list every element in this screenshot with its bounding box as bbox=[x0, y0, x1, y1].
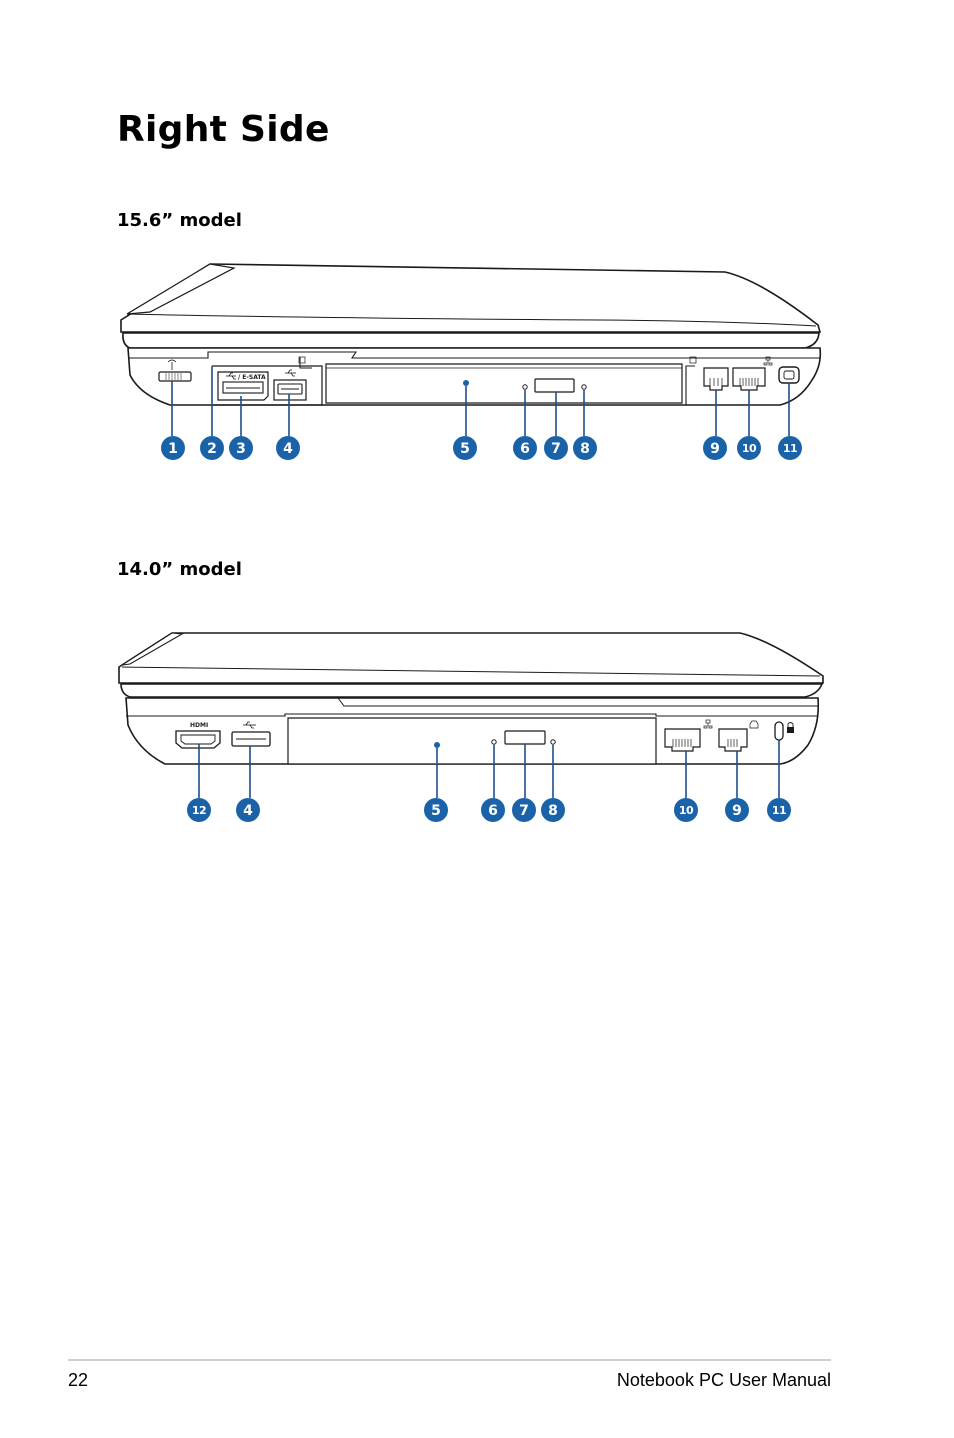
svg-text:7: 7 bbox=[551, 441, 561, 457]
esata-label: / E-SATA bbox=[238, 374, 266, 381]
optical-drive-eject-button[interactable] bbox=[504, 730, 546, 745]
kensington-lock-port[interactable] bbox=[778, 366, 800, 384]
emergency-eject-hole[interactable] bbox=[550, 739, 556, 745]
model-14-heading: 14.0” model bbox=[117, 559, 242, 580]
svg-text:5: 5 bbox=[460, 441, 470, 457]
svg-text:12: 12 bbox=[192, 804, 206, 817]
callout-7: 7 bbox=[512, 798, 536, 822]
svg-text:9: 9 bbox=[732, 803, 742, 819]
lan-icon bbox=[763, 356, 773, 366]
callout-7: 7 bbox=[544, 436, 568, 460]
footer-manual-name: Notebook PC User Manual bbox=[616, 1370, 831, 1390]
hdmi-port[interactable] bbox=[175, 730, 221, 749]
emergency-eject-hole[interactable] bbox=[581, 384, 587, 390]
svg-text:6: 6 bbox=[488, 803, 498, 819]
callout-4: 4 bbox=[276, 436, 300, 460]
svg-text:6: 6 bbox=[520, 441, 530, 457]
svg-text:11: 11 bbox=[772, 804, 786, 817]
usb-icon bbox=[243, 721, 256, 729]
callout-9: 9 bbox=[725, 798, 749, 822]
modem-icon bbox=[749, 720, 759, 729]
callout-4: 4 bbox=[236, 798, 260, 822]
callout-2: 2 bbox=[200, 436, 224, 460]
svg-text:7: 7 bbox=[519, 803, 529, 819]
callout-8: 8 bbox=[541, 798, 565, 822]
usb-icon bbox=[226, 372, 236, 380]
callout-10: 10 bbox=[737, 436, 761, 460]
modem-port[interactable] bbox=[718, 728, 748, 752]
usb-icon bbox=[285, 369, 296, 377]
laptop-15-right-side-figure: / E-SATA bbox=[120, 263, 822, 460]
callout-5: 5 bbox=[424, 798, 448, 822]
optical-drive-eject-button[interactable] bbox=[534, 378, 575, 393]
callout-12: 12 bbox=[187, 798, 211, 822]
callout-10: 10 bbox=[674, 798, 698, 822]
optical-drive-activity-dot bbox=[434, 742, 440, 748]
page-title: Right Side bbox=[117, 109, 330, 150]
svg-text:4: 4 bbox=[283, 441, 293, 457]
svg-text:5: 5 bbox=[431, 803, 441, 819]
svg-text:8: 8 bbox=[548, 803, 558, 819]
callout-6: 6 bbox=[513, 436, 537, 460]
svg-text:10: 10 bbox=[679, 804, 694, 817]
modem-port[interactable] bbox=[703, 367, 729, 391]
svg-text:1: 1 bbox=[168, 441, 178, 457]
callout-1: 1 bbox=[161, 436, 185, 460]
callout-3: 3 bbox=[229, 436, 253, 460]
optical-drive-indicator bbox=[522, 384, 528, 390]
callout-6: 6 bbox=[481, 798, 505, 822]
lan-port[interactable] bbox=[664, 728, 701, 752]
hdmi-label: HDMI bbox=[190, 722, 208, 729]
kensington-lock-icon bbox=[787, 722, 794, 733]
optical-drive-indicator bbox=[491, 739, 497, 745]
svg-text:8: 8 bbox=[580, 441, 590, 457]
svg-text:9: 9 bbox=[710, 441, 720, 457]
model-15-heading: 15.6” model bbox=[117, 210, 242, 231]
svg-text:10: 10 bbox=[742, 442, 757, 455]
callout-11: 11 bbox=[767, 798, 791, 822]
callout-9: 9 bbox=[703, 436, 727, 460]
footer-divider bbox=[68, 1359, 831, 1361]
svg-text:3: 3 bbox=[236, 441, 246, 457]
svg-text:4: 4 bbox=[243, 803, 253, 819]
lan-port[interactable] bbox=[732, 367, 766, 391]
callout-5: 5 bbox=[453, 436, 477, 460]
callout-8: 8 bbox=[573, 436, 597, 460]
kensington-lock-port[interactable] bbox=[774, 721, 784, 741]
callout-11: 11 bbox=[778, 436, 802, 460]
lan-icon bbox=[703, 719, 713, 729]
svg-text:2: 2 bbox=[207, 441, 217, 457]
svg-text:11: 11 bbox=[783, 442, 797, 455]
laptop-14-right-side-figure: HDMI bbox=[118, 632, 824, 822]
wireless-icon bbox=[167, 359, 177, 370]
page-number: 22 bbox=[68, 1370, 89, 1390]
optical-drive-activity-dot bbox=[463, 380, 469, 386]
